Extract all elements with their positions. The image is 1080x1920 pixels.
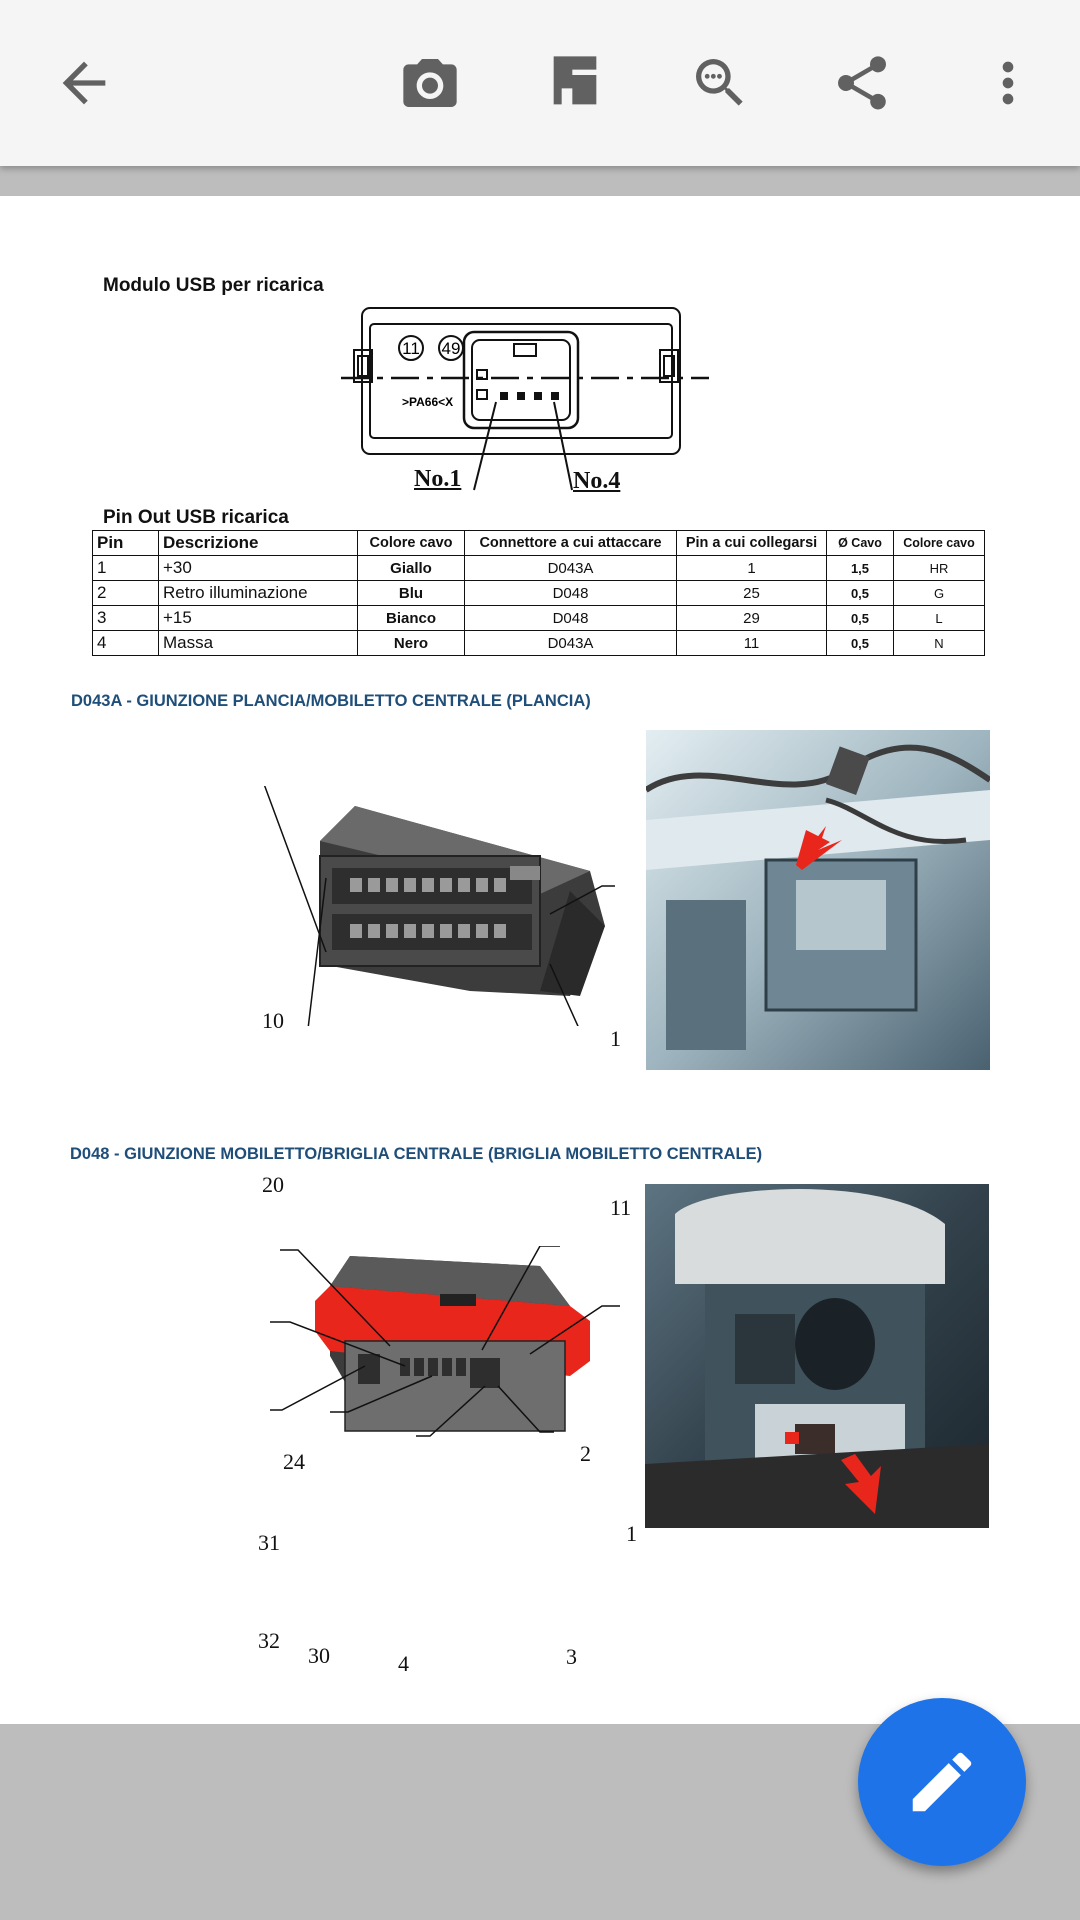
page-gap [0, 166, 1080, 196]
cell-wire-color: Nero [357, 630, 465, 656]
column-header: Descrizione [158, 530, 358, 556]
document-icon [553, 56, 597, 105]
callout-1b: 1 [626, 1521, 637, 1546]
material-mark: >PA66<X [402, 395, 453, 409]
column-header: Connettore a cui attaccare [464, 530, 677, 556]
cell-wire-size: 0,5 [826, 630, 894, 656]
edit-fab-button[interactable] [858, 1698, 1026, 1866]
column-header: Colore cavo [357, 530, 465, 556]
d048-connector-drawing [270, 1246, 620, 1437]
pin-label-no4: No.4 [573, 468, 621, 494]
table-row: 1 +30 Giallo D043A 1 1,5 HR [92, 555, 985, 581]
document-page[interactable]: Modulo USB per ricarica 11 49 >PA66<X [0, 196, 1080, 1724]
cell-target-pin: 11 [676, 630, 827, 656]
cell-pin: 2 [92, 580, 159, 606]
callout-31: 31 [258, 1530, 280, 1555]
callout-32: 32 [258, 1628, 280, 1653]
circle-mark-11: 11 [402, 339, 420, 358]
share-icon [837, 56, 887, 110]
table-row: 2 Retro illuminazione Blu D048 25 0,5 G [92, 580, 985, 606]
column-header: Pin [92, 530, 159, 556]
column-header: Pin a cui collegarsi [676, 530, 827, 556]
share-button[interactable] [822, 43, 902, 123]
back-arrow-icon [62, 61, 106, 105]
document-mode-button[interactable] [535, 43, 615, 123]
circle-mark-49: 49 [442, 339, 461, 358]
cell-wire-size: 0,5 [826, 580, 894, 606]
cell-description: +15 [158, 605, 358, 631]
table-row: 3 +15 Bianco D048 29 0,5 L [92, 605, 985, 631]
overflow-menu-button[interactable] [968, 43, 1048, 123]
cell-target-pin: 29 [676, 605, 827, 631]
callout-2: 2 [580, 1441, 591, 1466]
pin-label-no1: No.1 [414, 466, 462, 492]
find-in-page-button[interactable] [680, 43, 760, 123]
callout-24: 24 [283, 1449, 305, 1474]
pinout-table: Pin Descrizione Colore cavo Connettore a… [92, 530, 985, 656]
cell-connector: D043A [464, 630, 677, 656]
module-title: Modulo USB per ricarica [103, 275, 324, 296]
column-header: Ø Cavo [826, 530, 894, 556]
table-header-row: Pin Descrizione Colore cavo Connettore a… [92, 530, 985, 556]
callout-20: 20 [262, 1172, 284, 1197]
pencil-icon [912, 1752, 972, 1812]
cell-wire-color: Giallo [357, 555, 465, 581]
camera-icon [403, 59, 457, 107]
cell-wire-size: 1,5 [826, 555, 894, 581]
cell-wire-size: 0,5 [826, 605, 894, 631]
table-row: 4 Massa Nero D043A 11 0,5 N [92, 630, 985, 656]
cell-target-pin: 25 [676, 580, 827, 606]
cell-wire-code: G [893, 580, 985, 606]
section-title-d048: D048 - GIUNZIONE MOBILETTO/BRIGLIA CENTR… [70, 1145, 763, 1163]
cell-wire-color: Bianco [357, 605, 465, 631]
camera-button[interactable] [390, 43, 470, 123]
callout-4: 4 [398, 1651, 409, 1676]
callout-11: 11 [610, 1195, 632, 1220]
more-vert-icon [1002, 61, 1014, 105]
section-title-d043a: D043A - GIUNZIONE PLANCIA/MOBILETTO CENT… [71, 692, 591, 710]
app-toolbar [0, 0, 1080, 166]
cell-description: +30 [158, 555, 358, 581]
back-button[interactable] [44, 43, 124, 123]
cell-description: Retro illuminazione [158, 580, 358, 606]
d043a-location-photo [646, 730, 990, 1070]
callout-30: 30 [308, 1643, 330, 1668]
callout-1: 1 [610, 1026, 621, 1051]
callout-3: 3 [566, 1644, 577, 1669]
d043a-connector-drawing [263, 786, 615, 1026]
cell-wire-color: Blu [357, 580, 465, 606]
cell-description: Massa [158, 630, 358, 656]
cell-wire-code: N [893, 630, 985, 656]
callout-10: 10 [262, 1008, 284, 1033]
usb-connector-drawing: 11 49 >PA66<X [341, 307, 709, 491]
cell-pin: 4 [92, 630, 159, 656]
cell-connector: D048 [464, 605, 677, 631]
cell-wire-code: L [893, 605, 985, 631]
column-header: Colore cavo [893, 530, 985, 556]
cell-target-pin: 1 [676, 555, 827, 581]
cell-wire-code: HR [893, 555, 985, 581]
cell-pin: 3 [92, 605, 159, 631]
d048-location-photo [645, 1184, 989, 1528]
search-more-icon [696, 59, 743, 106]
cell-connector: D043A [464, 555, 677, 581]
pinout-title: Pin Out USB ricarica [103, 507, 289, 528]
cell-pin: 1 [92, 555, 159, 581]
cell-connector: D048 [464, 580, 677, 606]
